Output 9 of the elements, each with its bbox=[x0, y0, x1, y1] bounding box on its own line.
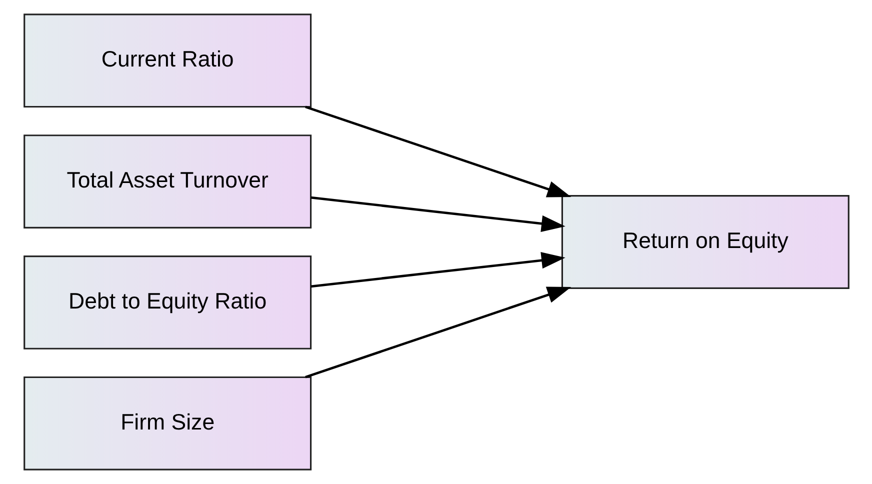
arrow bbox=[310, 196, 565, 232]
node-box: Firm Size bbox=[23, 376, 312, 470]
node-box: Total Asset Turnover bbox=[23, 134, 312, 228]
arrow bbox=[304, 106, 571, 198]
node-box: Current Ratio bbox=[23, 14, 312, 108]
node-box: Debt to Equity Ratio bbox=[23, 256, 312, 350]
arrow bbox=[304, 286, 571, 378]
node-box: Return on Equity bbox=[560, 195, 849, 289]
arrow bbox=[310, 252, 565, 288]
